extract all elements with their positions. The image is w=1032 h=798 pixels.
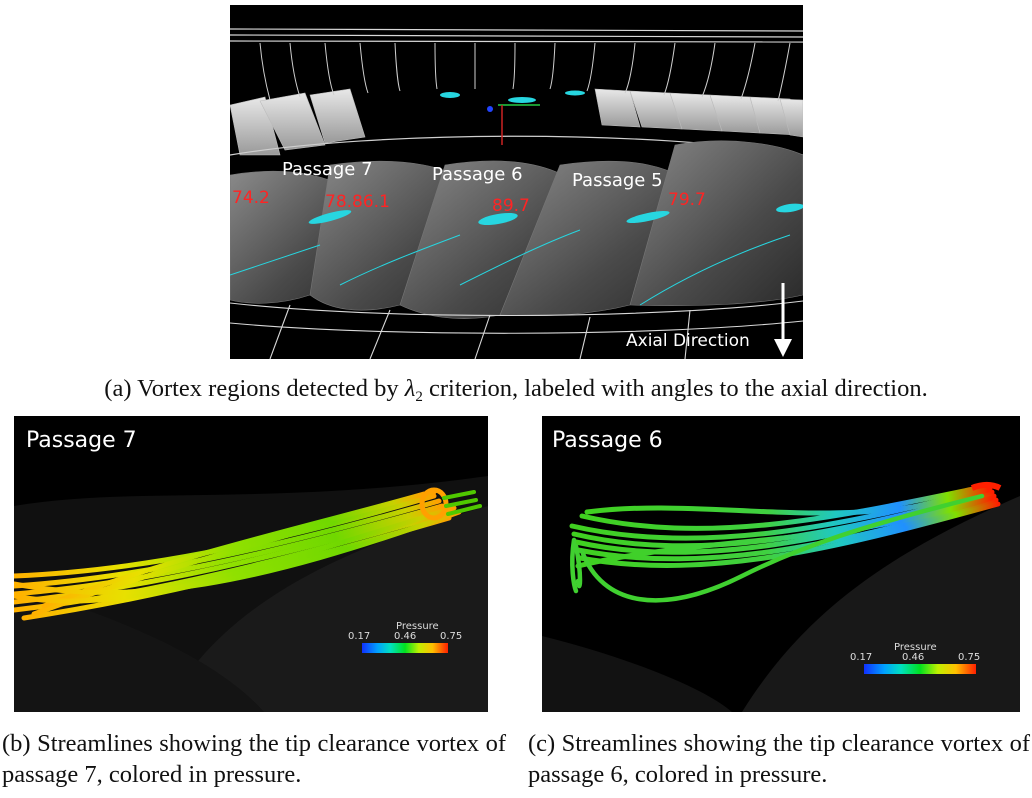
angle-label: 78.86.1	[325, 192, 390, 212]
pressure-colorbar: Pressure 0.17 0.46 0.75	[348, 621, 462, 661]
angle-label: 89.7	[492, 196, 530, 216]
passage-5-label: Passage 5	[572, 170, 663, 191]
colorbar-mid: 0.46	[902, 652, 925, 663]
caption-c: (c) Streamlines showing the tip clearanc…	[528, 730, 1030, 788]
colorbar-gradient	[362, 643, 448, 653]
colorbar-gradient	[864, 664, 976, 674]
passage-6-streamlines-figure: Passage 6 Pressure 0.17 0.46 0.75	[542, 416, 1020, 712]
colorbar-min: 0.17	[850, 652, 873, 663]
colorbar-max: 0.75	[958, 652, 981, 663]
turbine-blade-render	[230, 28, 803, 359]
passage-7-label: Passage 7	[282, 159, 373, 180]
colorbar-title: Pressure	[894, 642, 937, 653]
caption-b: (b) Streamlines showing the tip clearanc…	[2, 730, 506, 788]
passage-7-streamlines-figure: Passage 7 Pressure 0.17 0.46 0.75	[14, 416, 488, 712]
pressure-colorbar: Pressure 0.17 0.46 0.75	[850, 642, 982, 682]
vortex-regions-figure: Passage 7 Passage 6 Passage 5 74.2 78.86…	[230, 5, 803, 359]
streamline-render-b	[14, 476, 488, 712]
passage-6-title: Passage 6	[552, 428, 663, 453]
colorbar-mid: 0.46	[394, 631, 417, 642]
colorbar-min: 0.17	[348, 631, 371, 642]
axial-direction-label: Axial Direction	[626, 331, 750, 351]
colorbar-max: 0.75	[440, 631, 463, 642]
angle-label: 79.7	[668, 190, 706, 210]
angle-label: 74.2	[232, 188, 270, 208]
caption-a: (a) Vortex regions detected by λ2 criter…	[104, 375, 928, 405]
streamline-render-c	[542, 482, 1020, 712]
colorbar-title: Pressure	[396, 621, 439, 632]
passage-7-title: Passage 7	[26, 428, 137, 453]
passage-6-label: Passage 6	[432, 164, 523, 185]
